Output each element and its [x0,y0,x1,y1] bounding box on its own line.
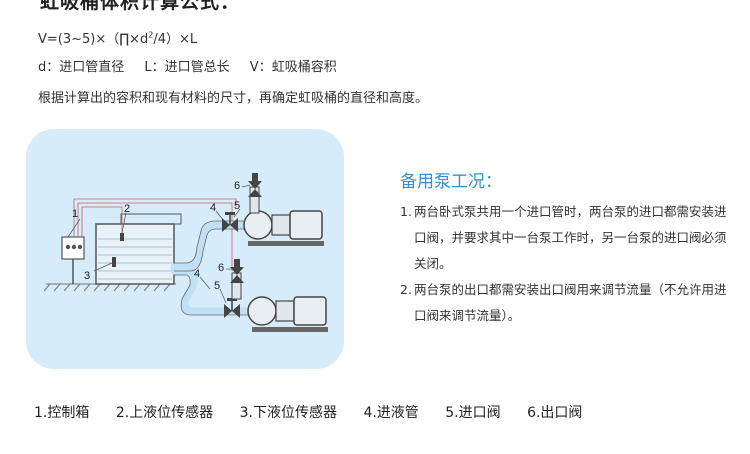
inlet-pipe-upper [170,221,250,271]
outlet-valve-upper [248,173,262,197]
section-title: 虹吸桶体积计算公式： [40,0,241,13]
legend-item-outlet-valve: 6.出口阀 [527,405,583,421]
callout-4b: 4 [194,268,200,280]
formula-legend: d：进口管直径 L：进口管总长 V：虹吸桶容积 [38,56,353,75]
siphon-tank [95,223,175,285]
legend-d: d：进口管直径 [38,60,125,75]
condition-number: 2. [400,282,412,297]
callout-3: 3 [84,270,90,282]
callout-5a: 5 [234,200,240,212]
upper-level-sensor [120,233,124,241]
legend-item-upper-sensor: 2.上液位传感器 [115,405,214,421]
outlet-valve-lower [230,259,244,283]
inlet-valve-upper [222,212,238,232]
callout-2: 2 [124,203,130,215]
ground-hatch [43,283,176,292]
legend-l: L：进口管总长 [144,60,230,75]
component-legend: 1.控制箱 2.上液位传感器 3.下液位传感器 4.进液管 5.进口阀 6.出口… [34,402,604,422]
pump-lower [247,296,328,332]
legend-item-inlet-valve: 5.进口阀 [445,405,501,421]
condition-item: 2. 两台泵的出口都需安装出口阀用来调节流量（不允许用进口阀来调节流量）。 [400,277,730,329]
condition-number: 1. [400,204,412,219]
formula-superscript: 2 [148,30,154,40]
volume-formula: V=(3~5)×（∏×d2/4）×L [38,28,197,47]
callout-5b: 5 [214,280,220,292]
legend-item-lower-sensor: 3.下液位传感器 [239,405,337,421]
standby-pump-conditions: 1. 两台卧式泵共用一个进口管时，两台泵的进口都需安装进口阀，并要求其中一台泵工… [400,199,730,329]
callout-6a: 6 [234,180,240,192]
condition-text: 两台泵的出口都需安装出口阀用来调节流量（不允许用进口阀来调节流量）。 [414,282,727,323]
callout-6b: 6 [218,262,224,274]
lower-level-sensor [112,257,116,267]
condition-text: 两台卧式泵共用一个进口管时，两台泵的进口都需安装进口阀，并要求其中一台泵工作时，… [414,204,727,271]
legend-item-control-box: 1.控制箱 [34,405,90,421]
sizing-note: 根据计算出的容积和现有材料的尺寸，再确定虹吸桶的直径和高度。 [38,91,429,106]
callout-1: 1 [72,208,78,220]
pump-diagram-panel: 1 2 3 4 5 6 4 5 6 [26,129,344,369]
standby-pump-title: 备用泵工况： [400,172,502,192]
legend-v: V：虹吸桶容积 [249,60,337,75]
callout-4a: 4 [210,202,216,214]
inlet-pipe-lower [170,267,252,315]
pump-upper [243,210,324,246]
formula-rest: /4）×L [153,32,198,47]
pump-diagram: 1 2 3 4 5 6 4 5 6 [43,173,328,332]
legend-item-inlet-pipe: 4.进液管 [363,405,419,421]
formula-main: V=(3~5)×（∏×d [38,32,149,47]
condition-item: 1. 两台卧式泵共用一个进口管时，两台泵的进口都需安装进口阀，并要求其中一台泵工… [400,199,730,277]
